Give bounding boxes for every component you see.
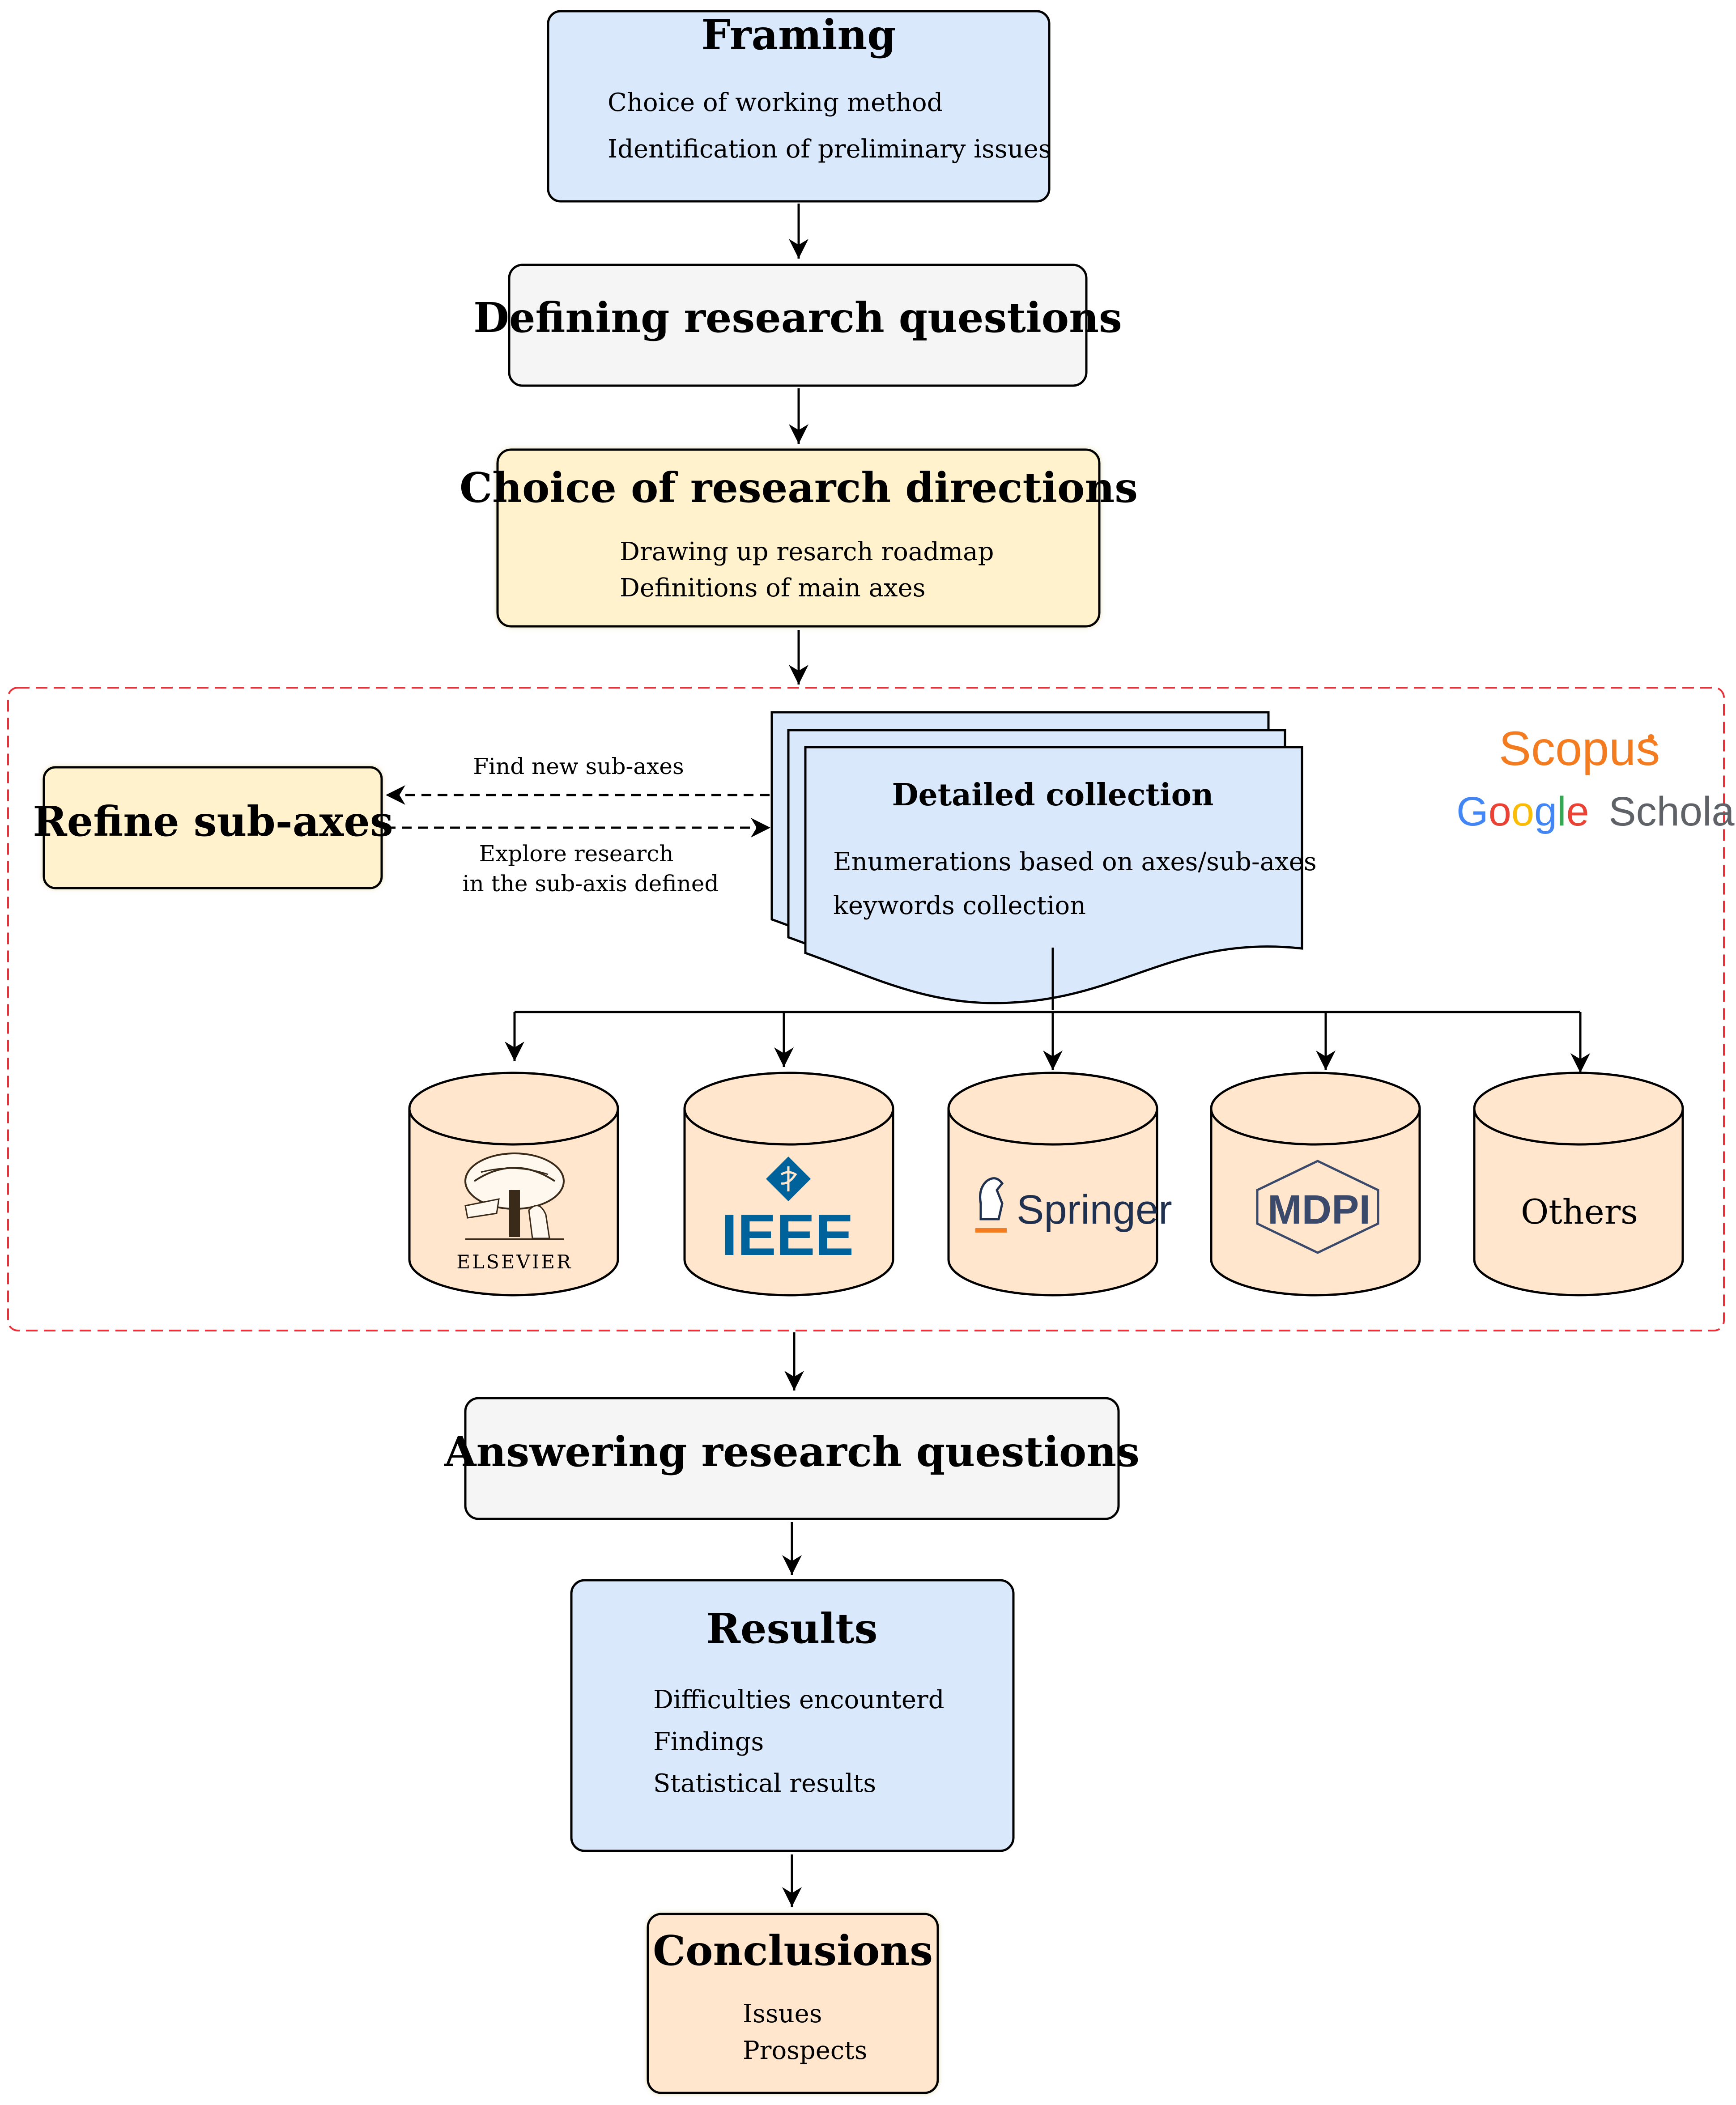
database-springer: Springer: [947, 1072, 1172, 1297]
choice-item-2: Definitions of main axes: [620, 574, 925, 603]
google-letter-g2: g: [1534, 789, 1557, 834]
mdpi-hexagon-icon: [1256, 1160, 1379, 1254]
google-letter-o2: o: [1511, 789, 1534, 834]
google-letter-l: l: [1557, 789, 1566, 834]
collection-title: Detailed collection: [892, 777, 1214, 813]
results-item-2: Findings: [653, 1727, 764, 1756]
ieee-diamond-icon: [766, 1157, 811, 1201]
answering-box: Answering research questions: [444, 1397, 1140, 1520]
explore-label-2: in the sub-axis defined: [463, 871, 719, 897]
collection-frame: [7, 687, 1725, 1331]
answering-title: Answering research questions: [444, 1428, 1140, 1476]
springer-horse-icon: [975, 1177, 1007, 1233]
framing-item-1: Choice of working method: [608, 88, 943, 117]
framing-title: Framing: [701, 11, 896, 59]
defining-box: Defining research questions: [473, 264, 1122, 387]
results-title: Results: [706, 1604, 878, 1653]
defining-title: Defining research questions: [473, 293, 1122, 342]
database-connectors: [505, 948, 1590, 1073]
ieee-wordmark: IEEE: [721, 1202, 854, 1267]
conclusions-title: Conclusions: [653, 1926, 933, 1975]
refine-title: Refine sub-axes: [33, 797, 393, 846]
refine-box: Refine sub-axes: [33, 766, 393, 889]
collection-item-1: Enumerations based on axes/sub-axes: [833, 847, 1317, 876]
elsevier-tree-icon: [464, 1152, 565, 1240]
conclusions-item-2: Prospects: [743, 2036, 868, 2065]
scholar-wordmark: Scholar: [1608, 789, 1736, 834]
choice-item-1: Drawing up resarch roadmap: [620, 537, 994, 566]
google-letter-e: e: [1566, 789, 1589, 834]
database-ieee: IEEE: [683, 1072, 894, 1297]
svg-text:Google Scholar: Google Scholar: [1456, 789, 1736, 834]
google-letter-o1: o: [1489, 789, 1511, 834]
google-letter-g: G: [1456, 789, 1489, 834]
collection-item-2: keywords collection: [833, 891, 1086, 920]
results-item-3: Statistical results: [653, 1769, 876, 1798]
choice-box: Choice of research directions Drawing up…: [460, 448, 1138, 628]
others-label: Others: [1521, 1192, 1638, 1232]
conclusions-box: Conclusions Issues Prospects: [647, 1913, 939, 2094]
database-mdpi: MDPI: [1210, 1072, 1421, 1297]
choice-title: Choice of research directions: [460, 464, 1138, 512]
results-box: Results Difficulties encounterd Findings…: [570, 1579, 1015, 1852]
database-others: Others: [1473, 1072, 1684, 1297]
mdpi-wordmark: MDPI: [1268, 1187, 1370, 1233]
conclusions-item-1: Issues: [743, 1999, 822, 2028]
elsevier-wordmark: ELSEVIER: [456, 1251, 572, 1273]
find-label: Find new sub-axes: [473, 753, 684, 779]
scopus-logo: Scopus: [1499, 721, 1660, 775]
explore-label-1: Explore research: [479, 841, 674, 867]
results-item-1: Difficulties encounterd: [653, 1685, 945, 1714]
scopus-wordmark: Scopus: [1499, 721, 1660, 775]
springer-wordmark: Springer: [1017, 1187, 1172, 1233]
framing-box: Framing Choice of working method Identif…: [547, 10, 1051, 203]
database-elsevier: ELSEVIER: [408, 1072, 619, 1297]
framing-item-2: Identification of preliminary issues: [608, 135, 1051, 164]
collection-document-stack: Detailed collection Enumerations based o…: [770, 711, 1317, 1004]
google-scholar-logo: Google Scholar: [1456, 789, 1736, 834]
